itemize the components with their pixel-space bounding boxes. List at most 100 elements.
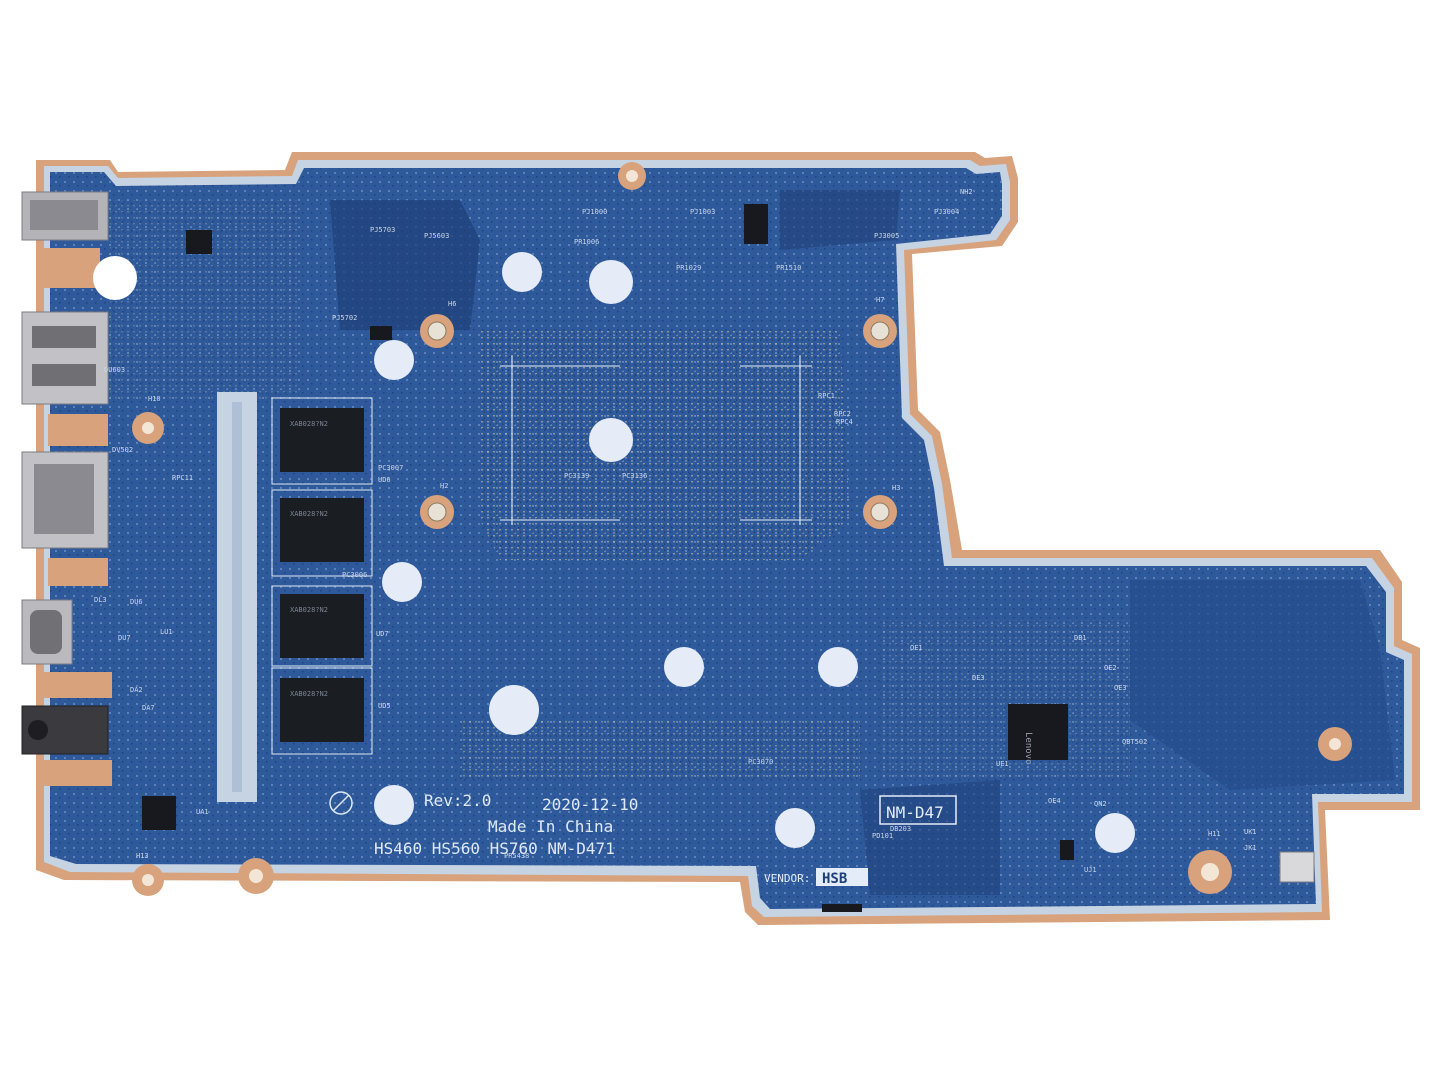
hole [589, 260, 633, 304]
ic-components [142, 204, 1315, 912]
label-pr1029: PR1029 [676, 264, 701, 272]
label-uk1: UK1 [1244, 828, 1257, 836]
label-pr1006: PR1006 [574, 238, 599, 246]
audio-ic-chip [142, 796, 176, 830]
label-pr5438: PR5438 [504, 852, 529, 860]
hole [818, 647, 858, 687]
label-pc3007: PC3007 [378, 464, 403, 472]
label-rpc2: RPC2 [834, 410, 851, 418]
label-pj1000: PJ1000 [582, 208, 607, 216]
label-ud7: UD7 [376, 630, 389, 638]
date-text: 2020-12-10 [542, 795, 638, 814]
power-plane-top-right [780, 190, 900, 250]
label-rpc11: RPC11 [172, 474, 193, 482]
ram-chips [271, 397, 373, 755]
ic-chip-small [370, 326, 392, 340]
hole [589, 418, 633, 462]
label-db203: DB203 [890, 825, 911, 833]
label-qn2: QN2 [1094, 800, 1107, 808]
board-id-text: NM-D47 [886, 803, 944, 822]
label-ua1: UA1 [196, 808, 209, 816]
ic-chip-small [1060, 840, 1074, 860]
hole [489, 685, 539, 735]
label-h7: H7 [876, 296, 884, 304]
label-h10: H10 [148, 395, 161, 403]
label-pj3004: PJ3004 [934, 208, 959, 216]
label-h13: H13 [136, 852, 149, 860]
label-rpc1: RPC1 [818, 392, 835, 400]
lenovo-ic-chip [1008, 704, 1068, 760]
label-pc3139: PC3139 [564, 472, 589, 480]
screw-mounts [132, 162, 1352, 896]
hole [374, 340, 414, 380]
label-db1: DB1 [1074, 634, 1087, 642]
board-id-box [879, 795, 957, 825]
ram-chip-2-marking: XAB028?N2 [290, 510, 328, 518]
hole [502, 252, 542, 292]
label-pj5702: PJ5702 [332, 314, 357, 322]
ic-chip-small [186, 230, 212, 254]
origin-text: Made In China [488, 817, 613, 836]
ram-chip-2 [280, 498, 364, 562]
ic-chip-small [744, 204, 768, 244]
label-h3: H3 [892, 484, 900, 492]
label-pd101: PD101 [872, 832, 893, 840]
label-pj3005: PJ3005 [874, 232, 899, 240]
left-ports [21, 191, 112, 786]
hole [775, 808, 815, 848]
label-ue1: UE1 [996, 760, 1009, 768]
component-labels: H6 H7 H2 H3 H10 H11 H13 PJ1000 PJ1003 PJ… [94, 188, 1257, 874]
models-text: HS460 HS560 HS760 NM-D471 [374, 839, 615, 858]
label-pj1003: PJ1003 [690, 208, 715, 216]
label-oe4: OE4 [1048, 797, 1061, 805]
label-oe1: OE1 [910, 644, 923, 652]
label-nh2: NH2 [960, 188, 973, 196]
ram-chip-1 [280, 408, 364, 472]
label-pj5603: PJ5603 [424, 232, 449, 240]
connector [1279, 851, 1315, 883]
chip-brand: Lenovo [1023, 732, 1033, 765]
power-plane-top-left [330, 200, 480, 330]
label-pj5703: PJ5703 [370, 226, 395, 234]
hole [382, 562, 422, 602]
ram-chip-3-marking: XAB028?N2 [290, 606, 328, 614]
vendor-box [816, 868, 868, 886]
label-du6: DU6 [130, 598, 143, 606]
label-h2: H2 [440, 482, 448, 490]
label-de3: DE3 [972, 674, 985, 682]
label-pc3136: PC3136 [622, 472, 647, 480]
hole [374, 785, 414, 825]
label-pc3006: PC3006 [342, 571, 367, 579]
ram-chip-4-marking: XAB028?N2 [290, 690, 328, 698]
label-pr1510: PR1510 [776, 264, 801, 272]
label-pc3070: PC3070 [748, 758, 773, 766]
dense-left-area [110, 200, 300, 400]
label-h11: H11 [1208, 830, 1221, 838]
dense-cpu-area [480, 330, 850, 560]
label-jk1: JK1 [1244, 844, 1257, 852]
label-ud5: UD5 [378, 702, 391, 710]
board-holes [93, 252, 1135, 853]
ram-chip-3 [280, 594, 364, 658]
usb-port-1 [21, 311, 109, 405]
power-plane-bottom-center [860, 780, 1000, 895]
dense-lower-area [460, 720, 860, 780]
label-uj1: UJ1 [1084, 866, 1097, 874]
label-du603: DU603 [104, 366, 125, 374]
label-dl3: DL3 [94, 596, 107, 604]
audio-jack-bottom [21, 705, 109, 755]
label-da2: DA2 [130, 686, 143, 694]
label-dv502: DV502 [112, 446, 133, 454]
label-qbt502: QBT502 [1122, 738, 1147, 746]
label-oe3: OE3 [1114, 684, 1127, 692]
hole [664, 647, 704, 687]
silkscreen-text: Rev:2.0 2020-12-10 Made In China HS460 H… [374, 791, 638, 858]
hole [93, 256, 137, 300]
vendor-label: VENDOR: [764, 872, 810, 885]
pb-free-mark [329, 791, 353, 815]
revision-text: Rev:2.0 [424, 791, 491, 810]
vendor-name: HSB [822, 871, 847, 887]
label-da7: DA7 [142, 704, 155, 712]
